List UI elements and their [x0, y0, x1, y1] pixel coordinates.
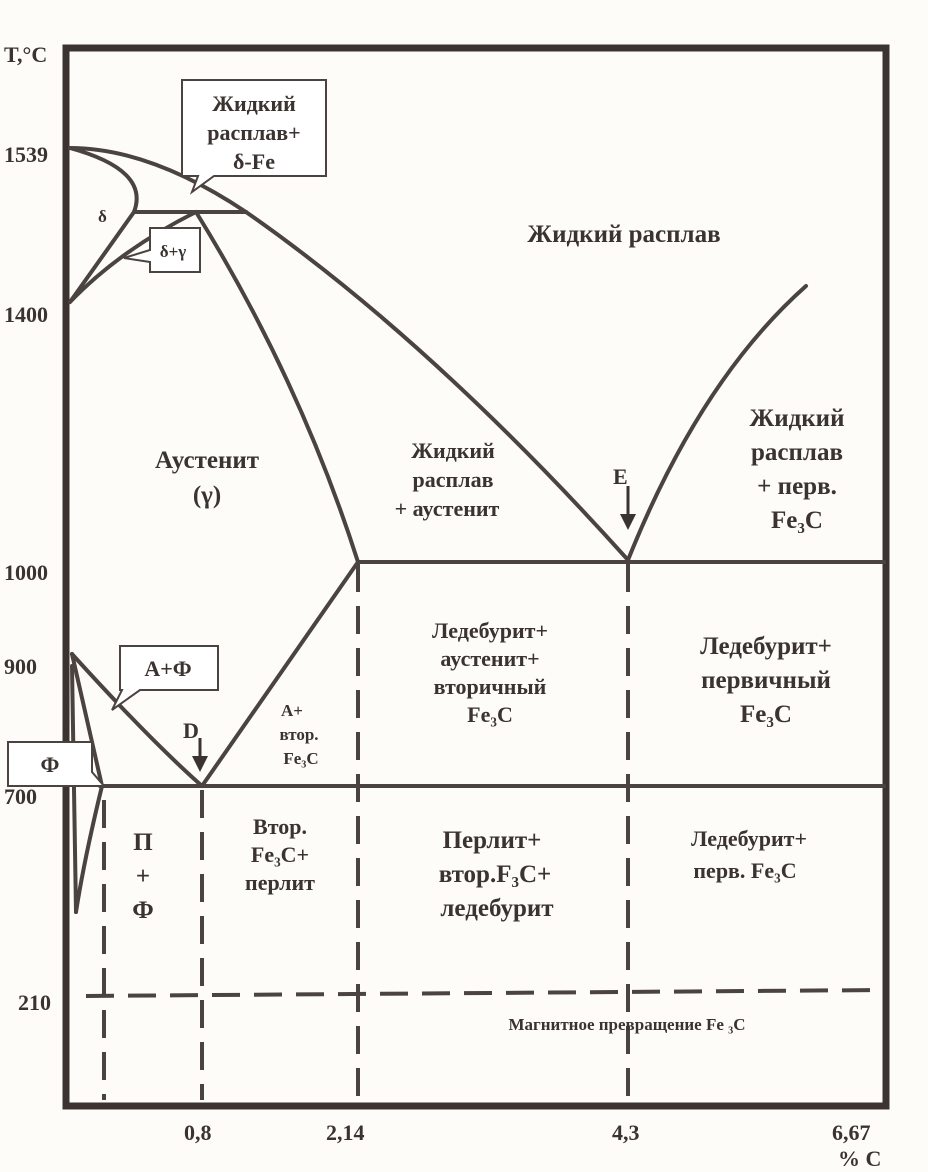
region-led-aust-line3: вторичный — [434, 674, 547, 699]
delta-gamma-upper-line — [68, 210, 198, 304]
callout-a-plus-f-label: А+Ф — [144, 656, 191, 681]
ferrite-solubility-line — [74, 784, 104, 914]
region-liquid-fe3c-line3: + перв. — [757, 473, 837, 500]
dash-magnetic-210 — [85, 988, 885, 998]
callout-liquid-delta-line1: Жидкий — [212, 91, 296, 116]
callout-ferrite-box — [7, 741, 107, 787]
callout-ferrite: Ф — [7, 741, 107, 787]
region-led-perv-line2: перв. Fe₃C — [693, 858, 796, 883]
phase-lines — [68, 146, 886, 914]
acm-line — [200, 560, 360, 788]
region-pf-line2: + — [136, 863, 150, 890]
region-liquid-austenite-line3: + аустенит — [395, 496, 500, 521]
region-perlite-secondary-ledeburite: Перлит+ втор.F₃C+ ледебурит — [439, 827, 554, 922]
dashed-lines — [85, 564, 885, 1100]
ferrite-edge-line — [70, 664, 78, 914]
y-tick-1539: 1539 — [4, 142, 48, 167]
diagram-frame — [62, 44, 890, 1110]
region-ledeburite-perv: Ледебурит+ перв. Fe₃C — [691, 826, 807, 883]
region-austenite: Аустенит (γ) — [155, 447, 259, 509]
region-led-aust-line2: аустенит+ — [440, 646, 539, 671]
region-secondary-fe3c-perlite: Втор. Fe₃C+ перлит — [245, 814, 315, 895]
y-tick-1000: 1000 — [4, 560, 48, 585]
arrow-e-head — [620, 514, 636, 530]
y-tick-900: 900 — [4, 654, 37, 679]
x-tick-4-3: 4,3 — [612, 1120, 640, 1145]
region-liquid-fe3c-line2: расплав — [751, 439, 843, 466]
point-markers: E D — [183, 464, 636, 772]
austenite-solidus-line — [194, 210, 360, 564]
y-tick-1400: 1400 — [4, 302, 48, 327]
region-liquid-fe3c-line1: Жидкий — [750, 405, 845, 432]
region-liquid-fe3c-line4: Fe₃C — [771, 507, 823, 534]
delta-gamma-lower-line — [68, 210, 136, 304]
callout-liquid-delta-line3: δ-Fe — [233, 149, 275, 174]
point-d-label: D — [183, 718, 199, 743]
liquidus-cementite-line — [626, 284, 808, 562]
region-sec-perl-line1: Втор. — [253, 814, 307, 839]
callout-liquid-delta-line2: расплав+ — [207, 120, 300, 145]
region-liquid-austenite-line2: расплав — [413, 467, 494, 492]
arrow-d-head — [192, 756, 208, 772]
x-tick-6-67: 6,67 — [832, 1120, 871, 1145]
region-led-aust-line1: Ледебурит+ — [432, 618, 548, 643]
delta-solidus-line — [68, 146, 139, 214]
liquidus-austenite-line — [244, 210, 630, 562]
callout-a-plus-f: А+Ф — [111, 645, 219, 711]
x-tick-0-8: 0,8 — [184, 1120, 212, 1145]
region-ledeburite-primary: Ледебурит+ первичный Fe₃C — [700, 633, 832, 728]
region-led-prim-line1: Ледебурит+ — [700, 633, 832, 660]
region-led-aust-line4: Fe₃C — [467, 702, 513, 727]
callout-delta-gamma: δ+γ — [123, 227, 201, 273]
region-a-sec-line1: А+ — [281, 701, 303, 720]
region-delta: δ — [98, 207, 107, 226]
region-sec-perl-line3: перлит — [245, 870, 315, 895]
region-psl-line1: Перлит+ — [443, 827, 542, 854]
region-liquid-austenite: Жидкий расплав + аустенит — [395, 438, 500, 521]
region-liquid: Жидкий расплав — [527, 221, 720, 248]
region-ledeburite-austenite: Ледебурит+ аустенит+ вторичный Fe₃C — [432, 618, 548, 727]
x-axis-title: % C — [838, 1146, 881, 1171]
callout-delta-gamma-label: δ+γ — [160, 242, 187, 261]
x-tick-2-14: 2,14 — [326, 1120, 365, 1145]
region-led-prim-line2: первичный — [701, 667, 831, 694]
callout-a-plus-f-box — [111, 645, 219, 711]
region-liquid-austenite-line1: Жидкий — [411, 438, 495, 463]
region-psl-line2: втор.F₃C+ — [439, 861, 552, 888]
region-liquid-fe3c: Жидкий расплав + перв. Fe₃C — [750, 405, 845, 534]
callout-delta-gamma-box — [123, 227, 201, 273]
point-e-label: E — [613, 464, 628, 489]
region-pf-line1: П — [133, 829, 152, 856]
region-psl-line3: ледебурит — [440, 895, 553, 922]
callout-liquid-delta-box — [181, 79, 327, 195]
region-perlite-ferrite: П + Ф — [132, 829, 153, 924]
region-a-sec-line2: втор. — [279, 725, 318, 744]
ferrite-upper-line — [70, 652, 104, 788]
region-pf-line3: Ф — [132, 897, 153, 924]
y-tick-210: 210 — [18, 990, 51, 1015]
region-a-sec-line3: Fe₃C — [283, 749, 318, 768]
region-magnetic-transformation: Магнитное превращение Fe ₃C — [508, 1015, 745, 1034]
region-austenite-line1: Аустенит — [155, 447, 259, 474]
region-led-perv-line1: Ледебурит+ — [691, 826, 807, 851]
region-austenite-line2: (γ) — [193, 482, 221, 509]
region-a-secondary-fe3c: А+ втор. Fe₃C — [279, 701, 318, 768]
y-tick-700: 700 — [4, 784, 37, 809]
liquidus-delta-line — [68, 146, 248, 214]
a3-line — [70, 652, 204, 788]
callout-ferrite-label: Ф — [41, 752, 60, 777]
region-led-prim-line3: Fe₃C — [740, 701, 792, 728]
callout-liquid-delta: Жидкий расплав+ δ-Fe — [181, 79, 327, 195]
region-sec-perl-line2: Fe₃C+ — [251, 842, 309, 867]
y-axis-title: T,°C — [4, 42, 47, 67]
